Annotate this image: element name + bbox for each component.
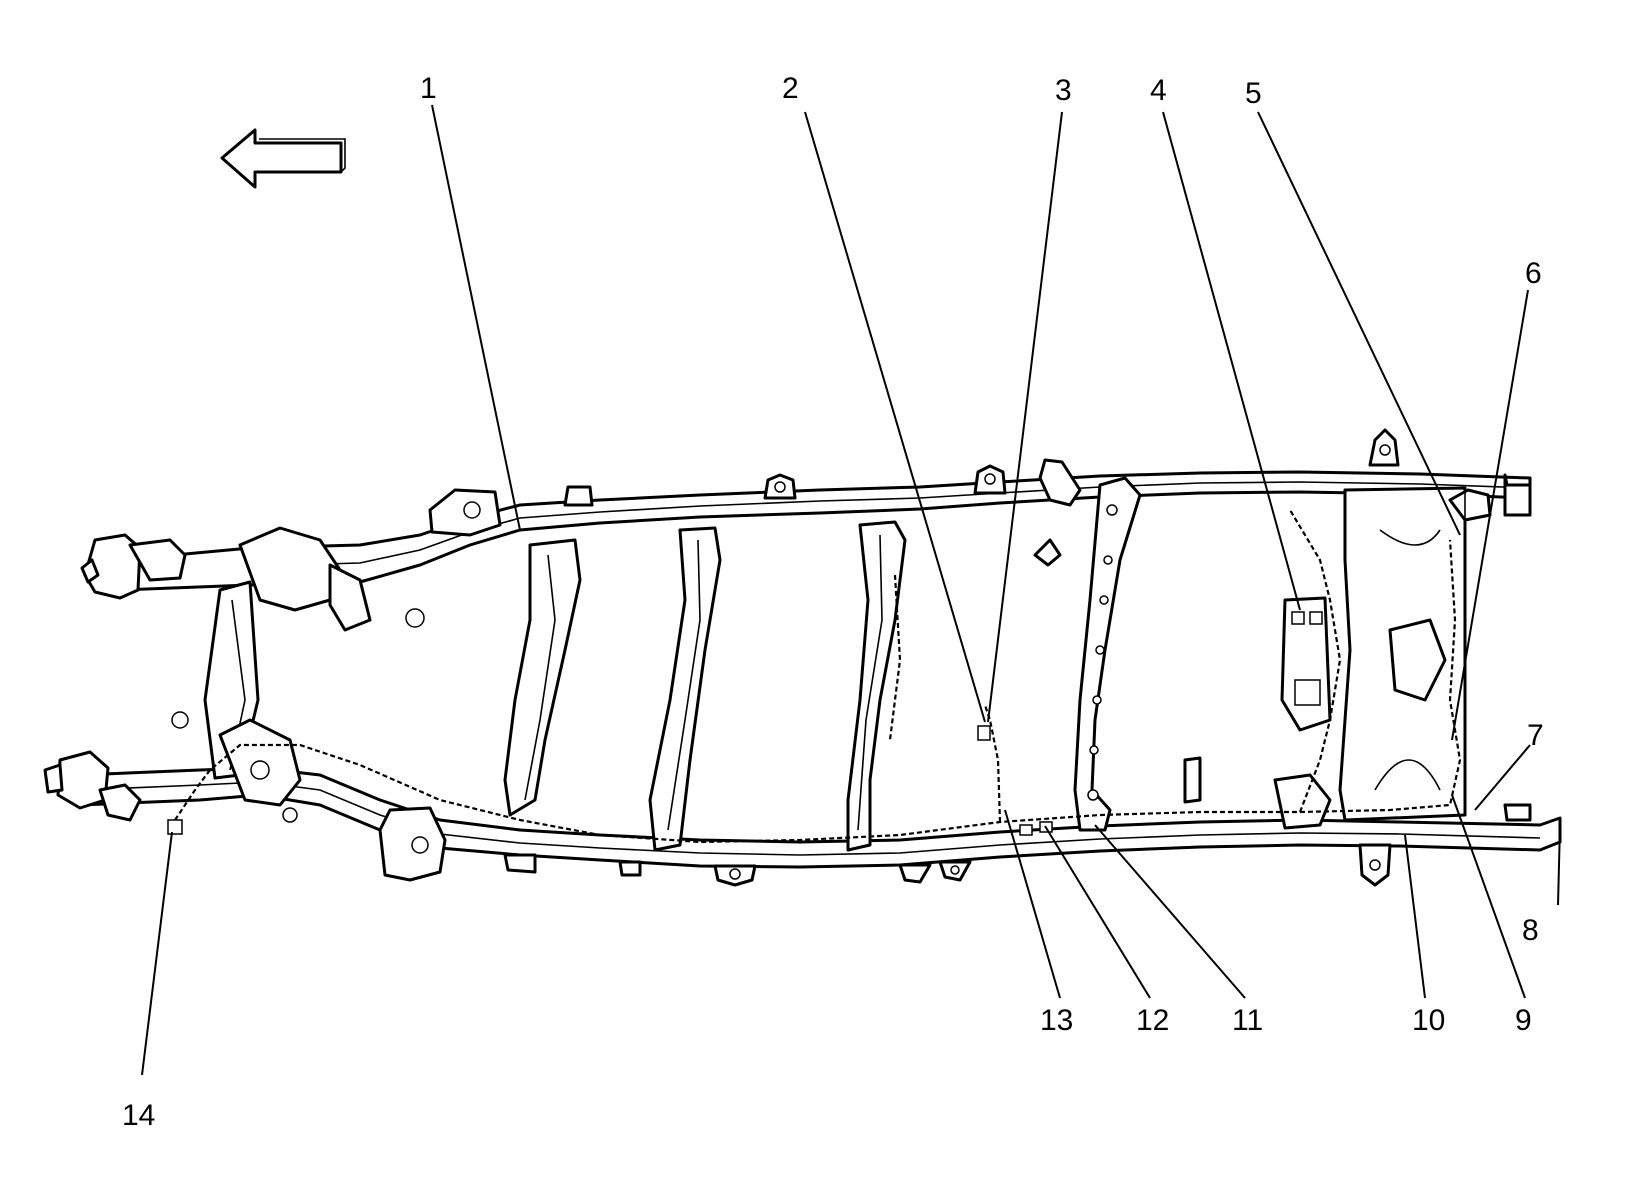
leader-line-2 [804,111,986,723]
callout-4: 4 [1150,74,1167,107]
leader-line-7 [1474,744,1531,811]
callout-6: 6 [1525,257,1542,290]
crossmembers [503,476,1142,852]
leader-line-10 [1404,834,1426,999]
leader-line-5 [1257,111,1461,536]
leader-line-14 [141,831,173,1076]
leader-line-3 [987,111,1063,723]
lower-frame-rail [78,766,1562,887]
leader-line-8 [1557,824,1561,906]
callout-3: 3 [1055,74,1072,107]
leader-line-13 [1004,809,1061,999]
rear-frame-section [1183,486,1492,830]
leader-lines [141,104,1561,1076]
callout-10: 10 [1412,1004,1445,1037]
leader-line-9 [1451,794,1526,999]
leader-line-4 [1162,111,1301,611]
leader-line-12 [1044,825,1151,999]
leader-line-1 [431,104,521,531]
callout-11: 11 [1232,1004,1263,1037]
callout-14: 14 [122,1099,155,1132]
callout-12: 12 [1136,1004,1169,1037]
callout-2: 2 [782,72,799,105]
left-arrow-icon [220,128,346,189]
callout-1: 1 [420,72,437,105]
callout-labels: 1 2 3 4 5 6 7 8 9 10 11 12 13 14 [122,72,1544,1132]
callout-13: 13 [1040,1004,1073,1037]
wiring-harness [167,509,1462,844]
callout-9: 9 [1515,1004,1532,1037]
callout-8: 8 [1522,914,1539,947]
leader-line-6 [1451,289,1529,741]
callout-7: 7 [1527,719,1544,752]
callout-5: 5 [1245,77,1262,110]
leader-line-11 [1094,824,1246,999]
front-frame-section [43,526,425,823]
